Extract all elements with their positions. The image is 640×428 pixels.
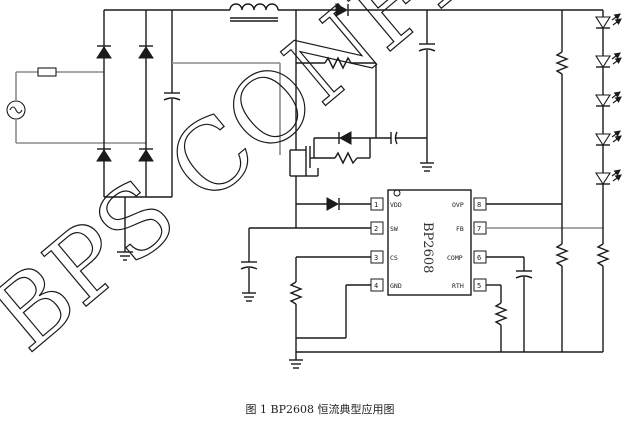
pin-1-vdd: 1 VDD: [370, 197, 402, 211]
svg-text:2: 2: [374, 225, 378, 233]
output-capacitor: [418, 10, 436, 172]
fuse: [37, 67, 57, 77]
svg-text:5: 5: [477, 282, 481, 290]
led-2: [594, 52, 622, 69]
pin-6-comp: 6 COMP: [447, 250, 487, 264]
svg-text:VDD: VDD: [390, 201, 402, 209]
ground-main: [289, 352, 303, 369]
svg-text:SW: SW: [390, 225, 398, 233]
pin-2-sw: 2 SW: [370, 221, 398, 235]
figure-caption: 图 1 BP2608 恒流典型应用图: [245, 403, 395, 416]
bulk-capacitor: [146, 10, 181, 198]
freewheel-diode: [296, 3, 603, 17]
svg-text:8: 8: [477, 201, 481, 209]
svg-text:7: 7: [477, 225, 481, 233]
startup-resistor: [296, 56, 377, 138]
led-1: [594, 13, 622, 30]
chip-part-number: BP2608: [420, 222, 435, 273]
svg-text:6: 6: [477, 254, 481, 262]
controller-ic: BP2608 1 VDD 2 SW 3 CS 4 GND 8 OVP: [370, 189, 487, 296]
gate-resistor: [313, 138, 371, 165]
pin-3-cs: 3 CS: [370, 250, 398, 264]
ac-source: [6, 71, 146, 144]
svg-text:CS: CS: [390, 254, 398, 262]
bridge-rectifier: [96, 10, 154, 252]
cs-resistor: [289, 256, 371, 352]
led-4: [594, 130, 622, 147]
ovp-divider: [555, 10, 569, 352]
gate-diode: [314, 131, 391, 145]
svg-text:4: 4: [374, 282, 378, 290]
svg-text:RTH: RTH: [452, 282, 464, 290]
pin-4-gnd: 4 GND: [370, 278, 402, 292]
vdd-capacitor: [240, 227, 296, 302]
svg-text:1: 1: [374, 201, 378, 209]
svg-text:COMP: COMP: [447, 254, 463, 262]
inductor: [229, 3, 296, 22]
mosfet: [289, 146, 319, 177]
led-string: [596, 10, 610, 352]
led-5: [594, 169, 622, 186]
coupling-capacitor: [390, 131, 427, 145]
svg-text:GND: GND: [390, 282, 402, 290]
rth-resistor: [486, 284, 508, 352]
svg-text:3: 3: [374, 254, 378, 262]
svg-text:FB: FB: [456, 225, 464, 233]
vdd-diode: [296, 197, 371, 211]
ground-rectifier: [117, 251, 133, 261]
led-3: [594, 91, 622, 108]
svg-text:OVP: OVP: [452, 201, 464, 209]
comp-capacitor: [486, 256, 533, 352]
